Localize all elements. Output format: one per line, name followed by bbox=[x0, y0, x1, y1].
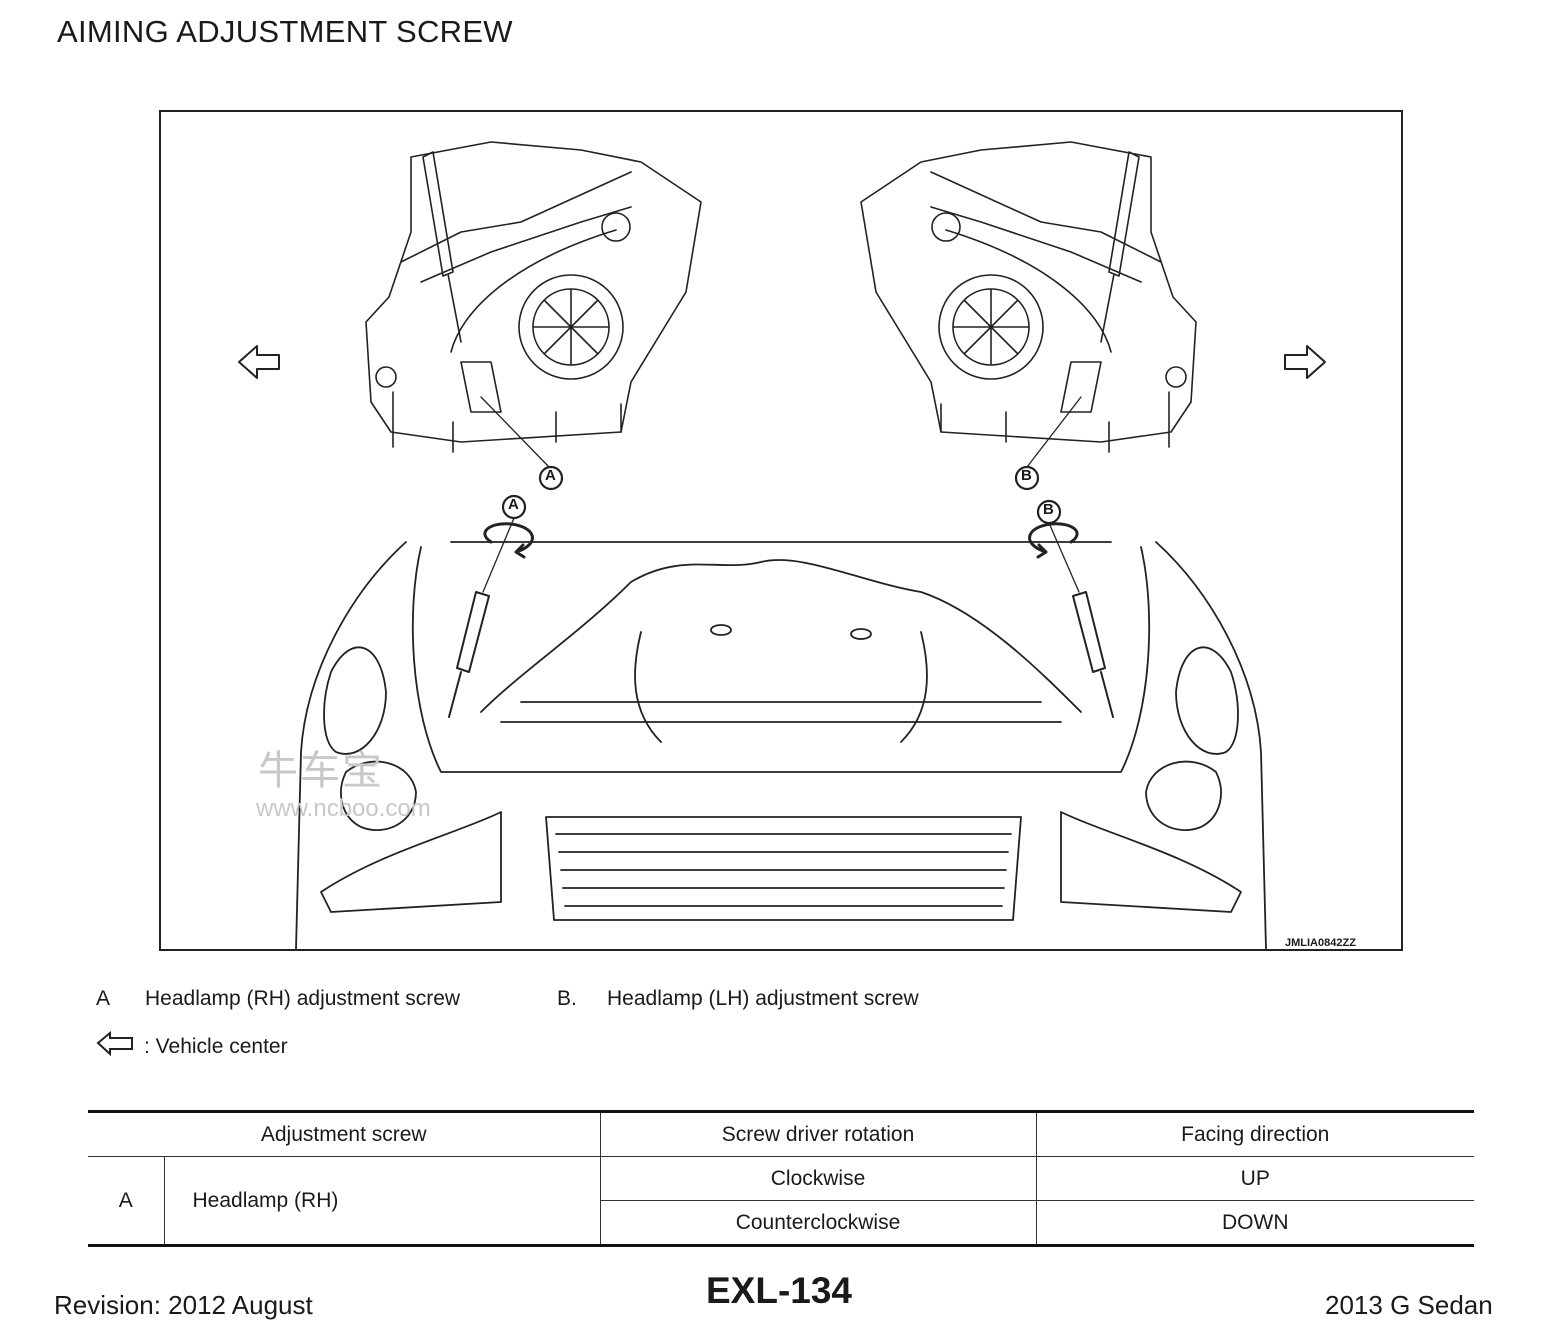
headlamp-rh-assembly bbox=[365, 141, 702, 468]
screwdriver-lh-lower bbox=[1072, 591, 1114, 718]
watermark-cn: 牛车宝 bbox=[258, 749, 384, 793]
screwdriver-lh-upper bbox=[1100, 151, 1140, 343]
legend-b-key: B. bbox=[557, 987, 577, 1010]
callout-a-upper-label: A bbox=[545, 467, 556, 484]
footer-revision: Revision: 2012 August bbox=[54, 1290, 313, 1320]
table-header-rotation: Screw driver rotation bbox=[600, 1110, 1037, 1157]
screwdriver-rh-lower bbox=[448, 591, 490, 718]
footer-page-number: EXL-134 bbox=[706, 1270, 853, 1311]
vehicle-center-arrow-left-icon bbox=[238, 345, 280, 379]
callout-a-lower-label: A bbox=[508, 496, 519, 513]
figure-code: JMLIA0842ZZ bbox=[1285, 937, 1356, 949]
headlamp-lh-assembly bbox=[860, 141, 1197, 468]
page-title: AIMING ADJUSTMENT SCREW bbox=[57, 14, 513, 49]
footer-model: 2013 G Sedan bbox=[1325, 1290, 1493, 1320]
table-cell-direction: DOWN bbox=[1036, 1200, 1474, 1247]
table-cell-key: A bbox=[88, 1156, 165, 1247]
legend-vehicle-center-text: : Vehicle center bbox=[144, 1035, 288, 1058]
table-cell-direction: UP bbox=[1036, 1156, 1474, 1201]
table-header-adjustment-screw: Adjustment screw bbox=[88, 1110, 601, 1157]
rotation-arrow-a-icon bbox=[483, 522, 534, 559]
vehicle-front-body bbox=[295, 541, 1267, 949]
callout-b-upper bbox=[1014, 465, 1040, 491]
screwdriver-rh-upper bbox=[422, 151, 462, 343]
rotation-arrow-b-icon bbox=[1028, 522, 1079, 559]
vehicle-center-arrow-icon bbox=[96, 1030, 133, 1057]
table-cell-name: Headlamp (RH) bbox=[164, 1156, 601, 1247]
watermark-url: www.ncboo.com bbox=[256, 795, 431, 822]
callout-a-upper bbox=[538, 465, 564, 491]
callout-b-upper-label: B bbox=[1021, 467, 1032, 484]
table-cell-rotation: Clockwise bbox=[600, 1156, 1037, 1201]
adjustment-table: Adjustment screw Screw driver rotation F… bbox=[88, 1110, 1474, 1247]
vehicle-center-arrow-right-icon bbox=[1284, 345, 1326, 379]
table-row: Counterclockwise DOWN bbox=[88, 1200, 1474, 1247]
legend-a-text: Headlamp (RH) adjustment screw bbox=[145, 987, 461, 1010]
callout-b-lower-label: B bbox=[1043, 501, 1054, 518]
headlamp-aiming-illustration: A B A B JMLIA0842ZZ bbox=[159, 110, 1403, 951]
legend-a-key: A bbox=[96, 987, 111, 1010]
table-cell-rotation: Counterclockwise bbox=[600, 1200, 1037, 1247]
legend-b-text: Headlamp (LH) adjustment screw bbox=[607, 987, 919, 1010]
table-row: A Headlamp (RH) Clockwise UP bbox=[88, 1156, 1474, 1247]
illustration-drawing bbox=[238, 141, 1326, 949]
table-header-direction: Facing direction bbox=[1036, 1110, 1474, 1157]
table-header-row: Adjustment screw Screw driver rotation F… bbox=[88, 1110, 1474, 1157]
